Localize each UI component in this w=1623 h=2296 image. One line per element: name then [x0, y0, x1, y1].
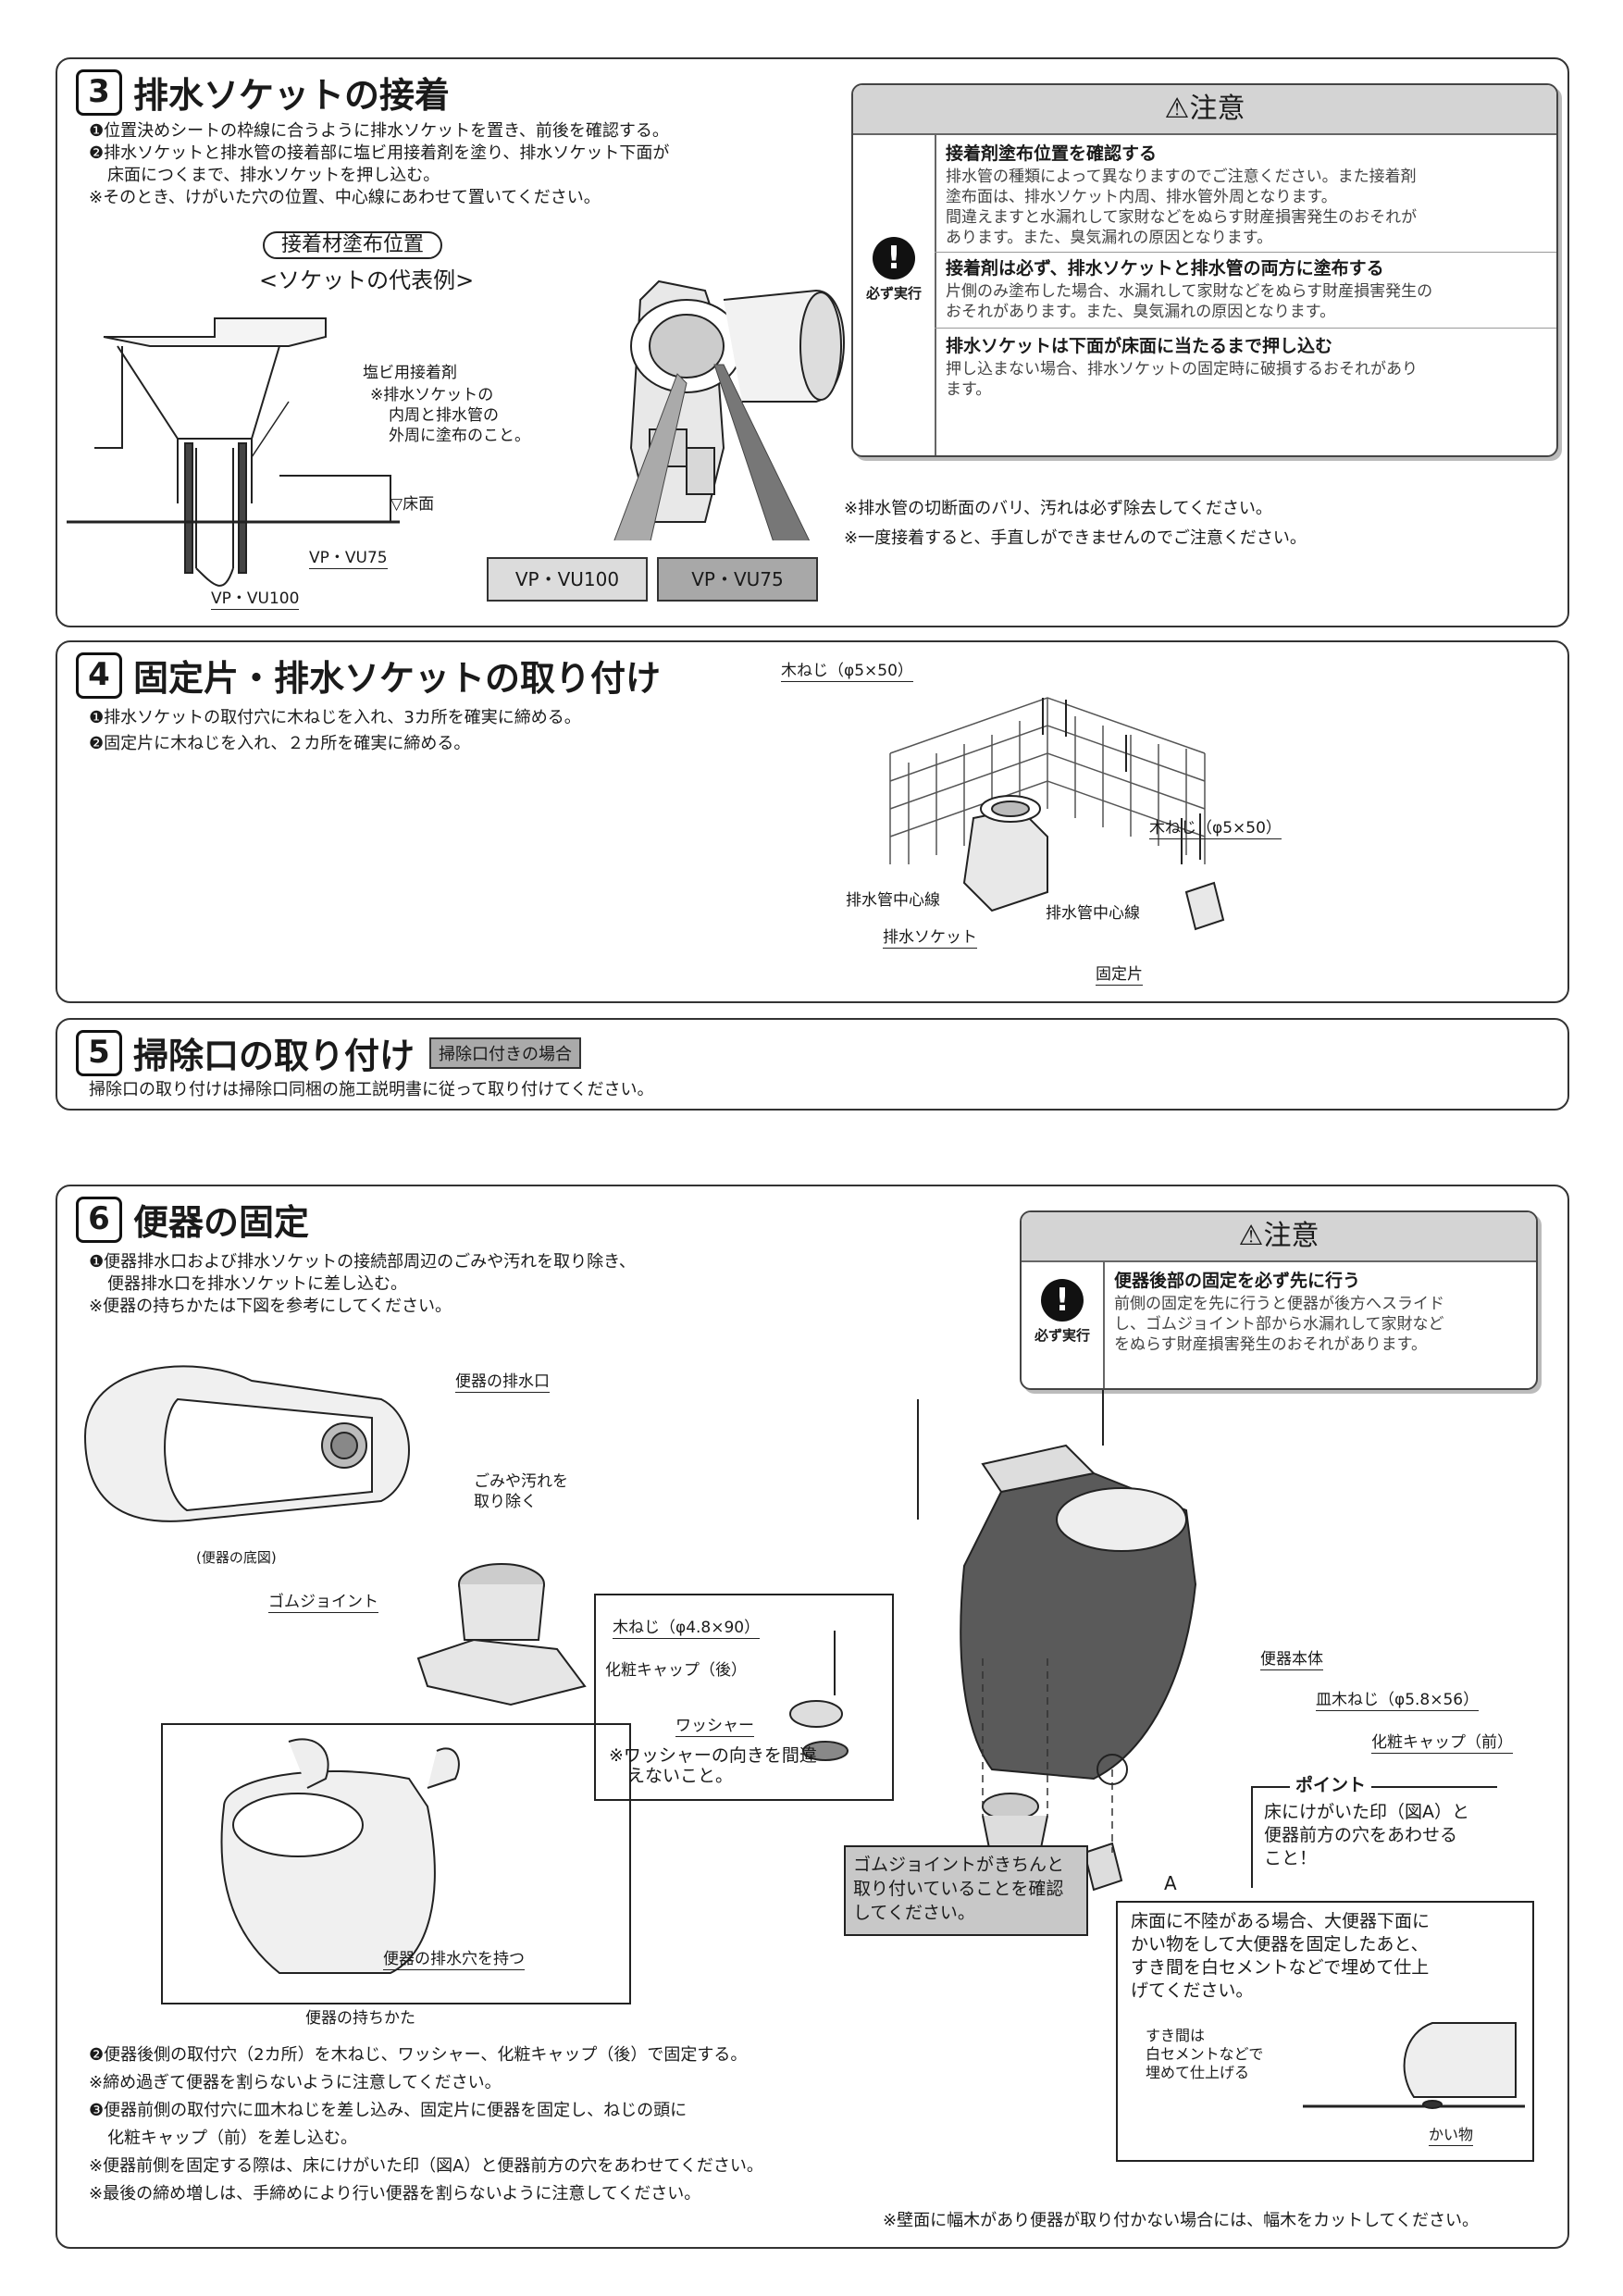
vp100-box: VP・VU100 [487, 557, 648, 602]
vp75-label: VP・VU75 [309, 549, 388, 569]
section-title: 掃除口の取り付け [133, 1036, 415, 1076]
must-do-column: ! 必ず実行 [853, 133, 936, 455]
rubber-joint-check-box: ゴムジョイントがきちんと 取り付いていることを確認 してください。 [844, 1845, 1088, 1936]
socket-example-label: <ソケットの代表例> [259, 267, 475, 293]
section-number: 4 [76, 652, 122, 699]
section-4-heading: 4 固定片・排水ソケットの取り付け [76, 650, 661, 701]
notes-section-3: ※排水管の切断面のバリ、汚れは必ず除去してください。 ※一度接着すると、手直しが… [844, 499, 1307, 548]
rubber-joint-illustration [416, 1563, 587, 1706]
section-6-heading: 6 便器の固定 [76, 1194, 309, 1245]
hold-hole-label: 便器の排水穴を持つ [383, 1950, 525, 1970]
vp100-label: VP・VU100 [211, 590, 300, 610]
vp100-pointer [613, 373, 688, 540]
uneven-floor-box: 床面に不陸がある場合、大便器下面に かい物をして大便器を固定したあと、 すき間を… [1116, 1901, 1534, 2162]
must-do-label: 必ず実行 [865, 285, 922, 302]
glue-label: 塩ビ用接着剤 [363, 364, 457, 382]
section-title: 固定片・排水ソケットの取り付け [133, 658, 662, 699]
divider [935, 252, 1556, 253]
dirt-label: ごみや汚れを 取り除く [474, 1472, 568, 1511]
section-4: 4 固定片・排水ソケットの取り付け ❶排水ソケットの取付穴に木ねじを入れ、3カ所… [56, 640, 1569, 1003]
section-5-heading: 5 掃除口の取り付け 掃除口付きの場合 [76, 1027, 582, 1078]
cleanout-tag: 掃除口付きの場合 [429, 1036, 582, 1069]
caution-title: ⚠注意 [853, 85, 1556, 135]
gap-label: すき間は 白セメントなどで 埋めて仕上げる [1146, 2027, 1264, 2081]
divider [935, 328, 1556, 329]
cleanout-text: 掃除口の取り付けは掃除口同梱の施工説明書に従って取り付けてください。 [89, 1080, 654, 1099]
center-line-label-2: 排水管中心線 [1046, 904, 1140, 923]
floor-label: ▽床面 [390, 495, 435, 514]
washer-note: ※ワッシャーの向きを間違 えないこと。 [609, 1745, 817, 1786]
point-callout: ポイント 床にけがいた印（図A）と 便器前方の穴をあわせる こと！ [1251, 1775, 1497, 1888]
socket-perspective-illustration [613, 279, 845, 540]
section-title: 排水ソケットの接着 [133, 75, 451, 116]
section-number: 5 [76, 1029, 122, 1076]
center-line-label-1: 排水管中心線 [846, 891, 940, 910]
toilet-installation-illustration [917, 1390, 1197, 1892]
adhesive-position-label: 接着材塗布位置 [263, 231, 443, 259]
bottom-view-label: (便器の底図) [196, 1549, 277, 1566]
caution-item: 便器後部の固定を必ず先に行う 前側の固定を先に行うと便器が後方へスライド し、ゴ… [1114, 1271, 1444, 1354]
must-do-label: 必ず実行 [1034, 1327, 1090, 1344]
socket-label: 排水ソケット [883, 928, 977, 949]
baseboard-note: ※壁面に幅木があり便器が取り付かない場合には、幅木をカットしてください。 [883, 2211, 1479, 2230]
caution-item-1: 接着剤塗布位置を確認する 排水管の種類によって異なりますのでご注意ください。また… [946, 143, 1418, 247]
dish-screw-label: 皿木ねじ（φ5.8×56） [1316, 1691, 1480, 1711]
instructions: ❶位置決めシートの枠線に合うように排水ソケットを置き、前後を確認する。 ❷排水ソ… [89, 121, 670, 207]
section-3-heading: 3 排水ソケットの接着 [76, 67, 450, 118]
screw-detail-illustration [789, 1631, 849, 1761]
wall-tile-installation-illustration [889, 697, 1225, 931]
screw-label-1: 木ねじ（φ5×50） [781, 662, 913, 682]
caution-item-3: 排水ソケットは下面が床面に当たるまで押し込む 押し込まない場合、排水ソケットの固… [946, 336, 1418, 399]
caution-title: ⚠注意 [1022, 1212, 1536, 1262]
washer-label: ワッシャー [675, 1717, 754, 1737]
caution-box-section-6: ⚠注意 ! 必ず実行 便器後部の固定を必ず先に行う 前側の固定を先に行うと便器が… [1020, 1210, 1538, 1390]
glue-leader [251, 401, 290, 458]
vp75-pointer [713, 364, 811, 540]
point-text: 床にけがいた印（図A）と 便器前方の穴をあわせる こと！ [1264, 1802, 1469, 1868]
screw-90-label: 木ねじ（φ4.8×90） [613, 1619, 761, 1639]
section-6: 6 便器の固定 ❶便器排水口および排水ソケットの接続部周辺のごみや汚れを取り除き… [56, 1185, 1569, 2249]
section-5: 5 掃除口の取り付け 掃除口付きの場合 掃除口の取り付けは掃除口同梱の施工説明書… [56, 1018, 1569, 1111]
screw-detail-frame [594, 1594, 894, 1801]
rubber-joint-label: ゴムジョイント [268, 1593, 378, 1613]
section-3: 3 排水ソケットの接着 ❶位置決めシートの枠線に合うように排水ソケットを置き、前… [56, 57, 1569, 627]
caution-box-section-3: ⚠注意 ! 必ず実行 接着剤塗布位置を確認する 排水管の種類によって異なりますの… [851, 83, 1558, 457]
how-to-hold-label: 便器の持ちかた [305, 2009, 415, 2028]
how-to-hold-frame [161, 1723, 631, 2004]
instructions: ❶便器排水口および排水ソケットの接続部周辺のごみや汚れを取り除き、 便器排水口を… [89, 1252, 636, 1316]
screw-label-2: 木ねじ（φ5×50） [1149, 819, 1282, 839]
glue-note: ※排水ソケットの 内周と排水管の 外周に塗布のこと。 [370, 386, 530, 445]
exclamation-icon: ! [873, 237, 915, 279]
instructions: ❶排水ソケットの取付穴に木ねじを入れ、3カ所を確実に締める。 ❷固定片に木ねじを… [89, 708, 581, 753]
shim-illustration [1303, 2022, 1525, 2109]
outlet-label: 便器の排水口 [455, 1372, 550, 1393]
section-number: 3 [76, 68, 122, 116]
mark-a-label: A [1164, 1872, 1177, 1894]
point-title: ポイント [1290, 1775, 1372, 1795]
socket-cross-section-illustration [67, 317, 400, 587]
fixer-label: 固定片 [1096, 965, 1143, 986]
shim-label: かい物 [1429, 2125, 1474, 2146]
how-to-hold-illustration [220, 1738, 460, 1974]
uneven-floor-text: 床面に不陸がある場合、大便器下面に かい物をして大便器を固定したあと、 すき間を… [1131, 1911, 1431, 2001]
vp75-box: VP・VU75 [657, 557, 818, 602]
toilet-bottom-view-illustration [83, 1365, 410, 1522]
section-number: 6 [76, 1196, 122, 1243]
section-title: 便器の固定 [133, 1202, 310, 1243]
bottom-instructions: ❷便器後側の取付穴（2カ所）を木ねじ、ワッシャー、化粧キャップ（後）で固定する。… [89, 2045, 763, 2203]
cap-front-label: 化粧キャップ（前） [1371, 1733, 1513, 1754]
must-do-column: ! 必ず実行 [1022, 1260, 1105, 1388]
cap-rear-label: 化粧キャップ（後） [605, 1661, 747, 1680]
toilet-body-label: 便器本体 [1260, 1650, 1323, 1670]
caution-item-2: 接着剤は必ず、排水ソケットと排水管の両方に塗布する 片側のみ塗布した場合、水漏れ… [946, 258, 1433, 321]
exclamation-icon: ! [1041, 1279, 1084, 1322]
